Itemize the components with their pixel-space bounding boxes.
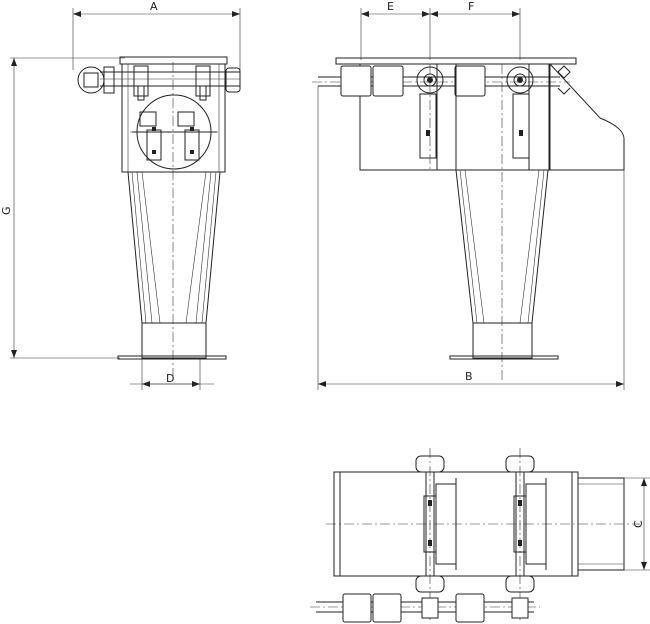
- dimension-d-label: D: [166, 372, 174, 385]
- dimension-c-label: C: [632, 520, 645, 528]
- front-view: A G: [0, 0, 241, 390]
- dimension-f-label: F: [468, 0, 474, 13]
- dimension-g-label: G: [0, 206, 13, 215]
- dimension-a: A: [72, 0, 241, 70]
- dimension-g: G: [0, 57, 125, 359]
- dimension-a-label: A: [150, 0, 158, 13]
- side-view: E F: [312, 0, 625, 390]
- handwheel-icon: [77, 66, 115, 94]
- dimension-e: E: [360, 0, 431, 60]
- dimension-f: F: [430, 0, 521, 60]
- dimension-e-label: E: [387, 0, 394, 13]
- dimension-b: B: [317, 86, 625, 390]
- sprocket-icon: [506, 66, 534, 94]
- dimension-c: C: [624, 477, 650, 571]
- dimension-b-label: B: [465, 370, 473, 383]
- top-view: C: [310, 448, 650, 623]
- dimension-d: D: [130, 358, 214, 390]
